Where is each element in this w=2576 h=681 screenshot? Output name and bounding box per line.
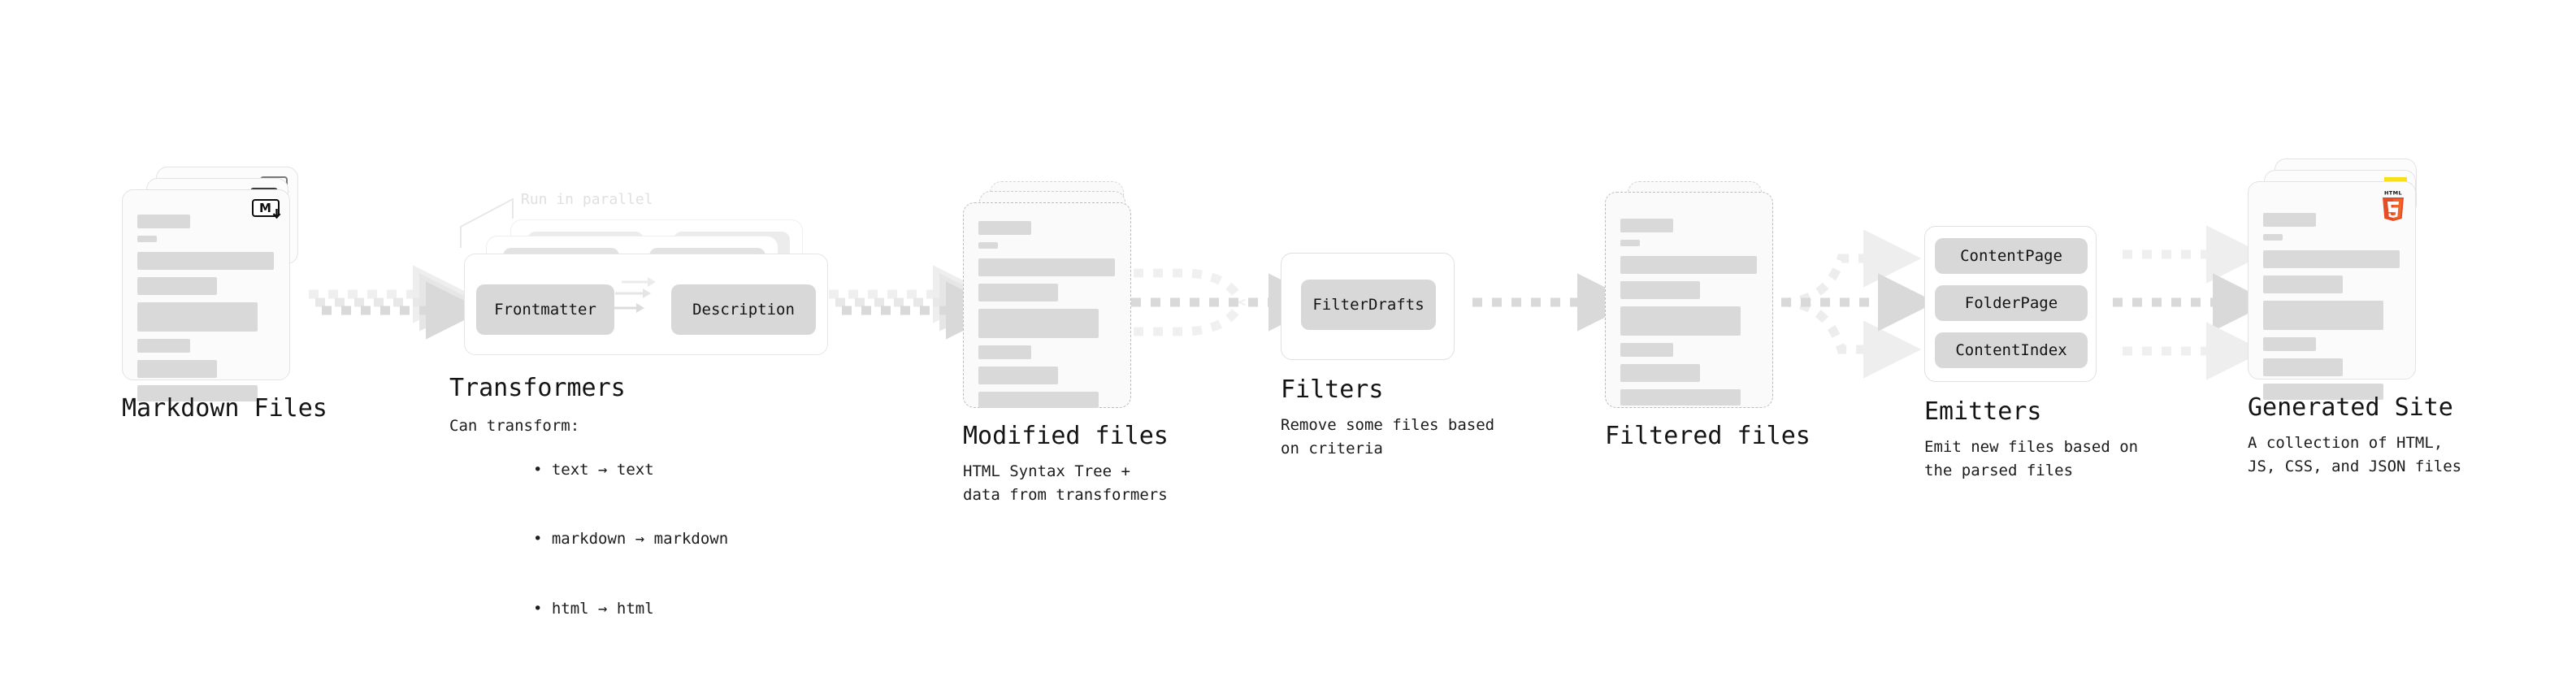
- emitter-chip-label: ContentPage: [1960, 247, 2062, 265]
- emitter-chip-contentindex[interactable]: ContentIndex: [1935, 332, 2088, 368]
- transformer-bullet-item: • markdown → markdown: [449, 505, 728, 575]
- file-skeleton-lines: [1620, 219, 1758, 413]
- transformer-chip-label: Description: [692, 301, 795, 319]
- filter-chip-filterdrafts[interactable]: FilterDrafts: [1301, 280, 1436, 330]
- skeleton-line: [978, 367, 1058, 384]
- skeleton-line: [137, 252, 274, 270]
- transformer-bullet-list: • text → text • markdown → markdown • ht…: [449, 435, 728, 644]
- skeleton-line: [137, 385, 258, 401]
- stage-title-generated-site: Generated Site: [2248, 393, 2453, 422]
- svg-text:HTML: HTML: [2384, 190, 2402, 197]
- markdown-file-card-front: M: [122, 189, 290, 401]
- skeleton-line: [978, 392, 1099, 408]
- markdown-icon: M: [252, 199, 281, 219]
- connector-transformers-to-modified: [829, 265, 1004, 340]
- transformer-chip-description[interactable]: Description: [671, 284, 816, 335]
- skeleton-line: [137, 302, 258, 332]
- file-skeleton-lines: [137, 215, 275, 409]
- emitter-chip-label: ContentIndex: [1955, 341, 2067, 359]
- markdown-icon-letter: M: [259, 200, 271, 215]
- skeleton-line: [137, 360, 217, 378]
- skeleton-line: [137, 215, 190, 228]
- bullet-text: markdown → markdown: [551, 530, 729, 548]
- skeleton-line: [2263, 358, 2343, 376]
- skeleton-line: [1620, 306, 1741, 336]
- stage-title-filtered-files: Filtered files: [1605, 422, 1811, 450]
- stage-title-transformers: Transformers: [449, 374, 626, 402]
- skeleton-line: [2263, 250, 2400, 268]
- emitters-panel: ContentPage FolderPage ContentIndex: [1924, 226, 2097, 382]
- stage-filters: FilterDrafts Filters Remove some files b…: [1281, 253, 1549, 497]
- bullet-text: text → text: [551, 460, 654, 479]
- stage-transformers: Run in parallel Frontmatter Description: [449, 191, 831, 618]
- emitter-chip-contentpage[interactable]: ContentPage: [1935, 238, 2088, 274]
- stage-filtered-files: Filtered files: [1605, 181, 1873, 458]
- skeleton-line: [2263, 384, 2383, 400]
- stage-title-filters: Filters: [1281, 375, 1384, 404]
- skeleton-line: [1620, 240, 1640, 246]
- skeleton-line: [2263, 234, 2283, 241]
- skeleton-line: [978, 258, 1115, 276]
- stage-title-markdown-files: Markdown Files: [122, 394, 327, 423]
- modified-file-card-front: [963, 202, 1131, 408]
- skeleton-line: [137, 236, 157, 242]
- stage-subtitle-transformers: Can transform:: [449, 417, 580, 435]
- bullet-dot: •: [523, 530, 552, 548]
- file-skeleton-lines: [2263, 213, 2400, 407]
- stage-generated-site: CSS HTML: [2248, 158, 2573, 484]
- filtered-file-card-front: [1605, 192, 1773, 408]
- stage-subtitle-emitters: Emit new files based on the parsed files: [1924, 438, 2139, 480]
- transformer-chip-label: Frontmatter: [494, 301, 596, 319]
- transformer-chip-frontmatter[interactable]: Frontmatter: [476, 284, 614, 335]
- filter-chip-label: FilterDrafts: [1312, 296, 1425, 314]
- skeleton-line: [137, 339, 190, 353]
- emitter-chip-folderpage[interactable]: FolderPage: [1935, 285, 2088, 321]
- skeleton-line: [137, 277, 217, 295]
- skeleton-line: [1620, 256, 1757, 274]
- stage-emitters: ContentPage FolderPage ContentIndex Emit…: [1924, 226, 2192, 486]
- skeleton-line: [1620, 343, 1673, 357]
- stage-markdown-files: M M M: [122, 167, 390, 459]
- skeleton-line: [978, 345, 1031, 359]
- transformer-bullet-item: • html → html: [449, 574, 728, 644]
- skeleton-line: [1620, 389, 1741, 406]
- stage-subtitle-filters: Remove some files based on criteria: [1281, 416, 1495, 458]
- skeleton-line: [978, 284, 1058, 301]
- stage-title-modified-files: Modified files: [963, 422, 1169, 450]
- stage-modified-files: Modified files HTML Syntax Tree + data f…: [963, 181, 1239, 504]
- skeleton-line: [978, 221, 1031, 235]
- html5-icon: HTML: [2379, 189, 2407, 221]
- generated-site-card-html: HTML: [2248, 181, 2416, 400]
- skeleton-line: [1620, 281, 1700, 299]
- transformer-bullet-item: • text → text: [449, 435, 728, 505]
- skeleton-line: [1620, 219, 1673, 232]
- stage-title-emitters: Emitters: [1924, 397, 2042, 426]
- skeleton-line: [1620, 364, 1700, 382]
- filters-panel: FilterDrafts: [1281, 253, 1455, 360]
- stage-subtitle-generated-site: A collection of HTML, JS, CSS, and JSON …: [2248, 434, 2462, 476]
- file-skeleton-lines: [978, 221, 1116, 415]
- emitter-chip-label: FolderPage: [1964, 294, 2058, 312]
- bullet-text: html → html: [551, 599, 654, 618]
- bullet-dot: •: [523, 460, 552, 479]
- bullet-dot: •: [523, 599, 552, 618]
- run-in-parallel-label: Run in parallel: [521, 191, 653, 208]
- skeleton-line: [2263, 337, 2316, 351]
- skeleton-line: [2263, 275, 2343, 293]
- skeleton-line: [2263, 301, 2383, 330]
- skeleton-line: [978, 309, 1099, 338]
- skeleton-line: [978, 242, 998, 249]
- run-in-parallel-bracket: [460, 197, 514, 248]
- skeleton-line: [2263, 213, 2316, 227]
- stage-subtitle-modified-files: HTML Syntax Tree + data from transformer…: [963, 462, 1168, 505]
